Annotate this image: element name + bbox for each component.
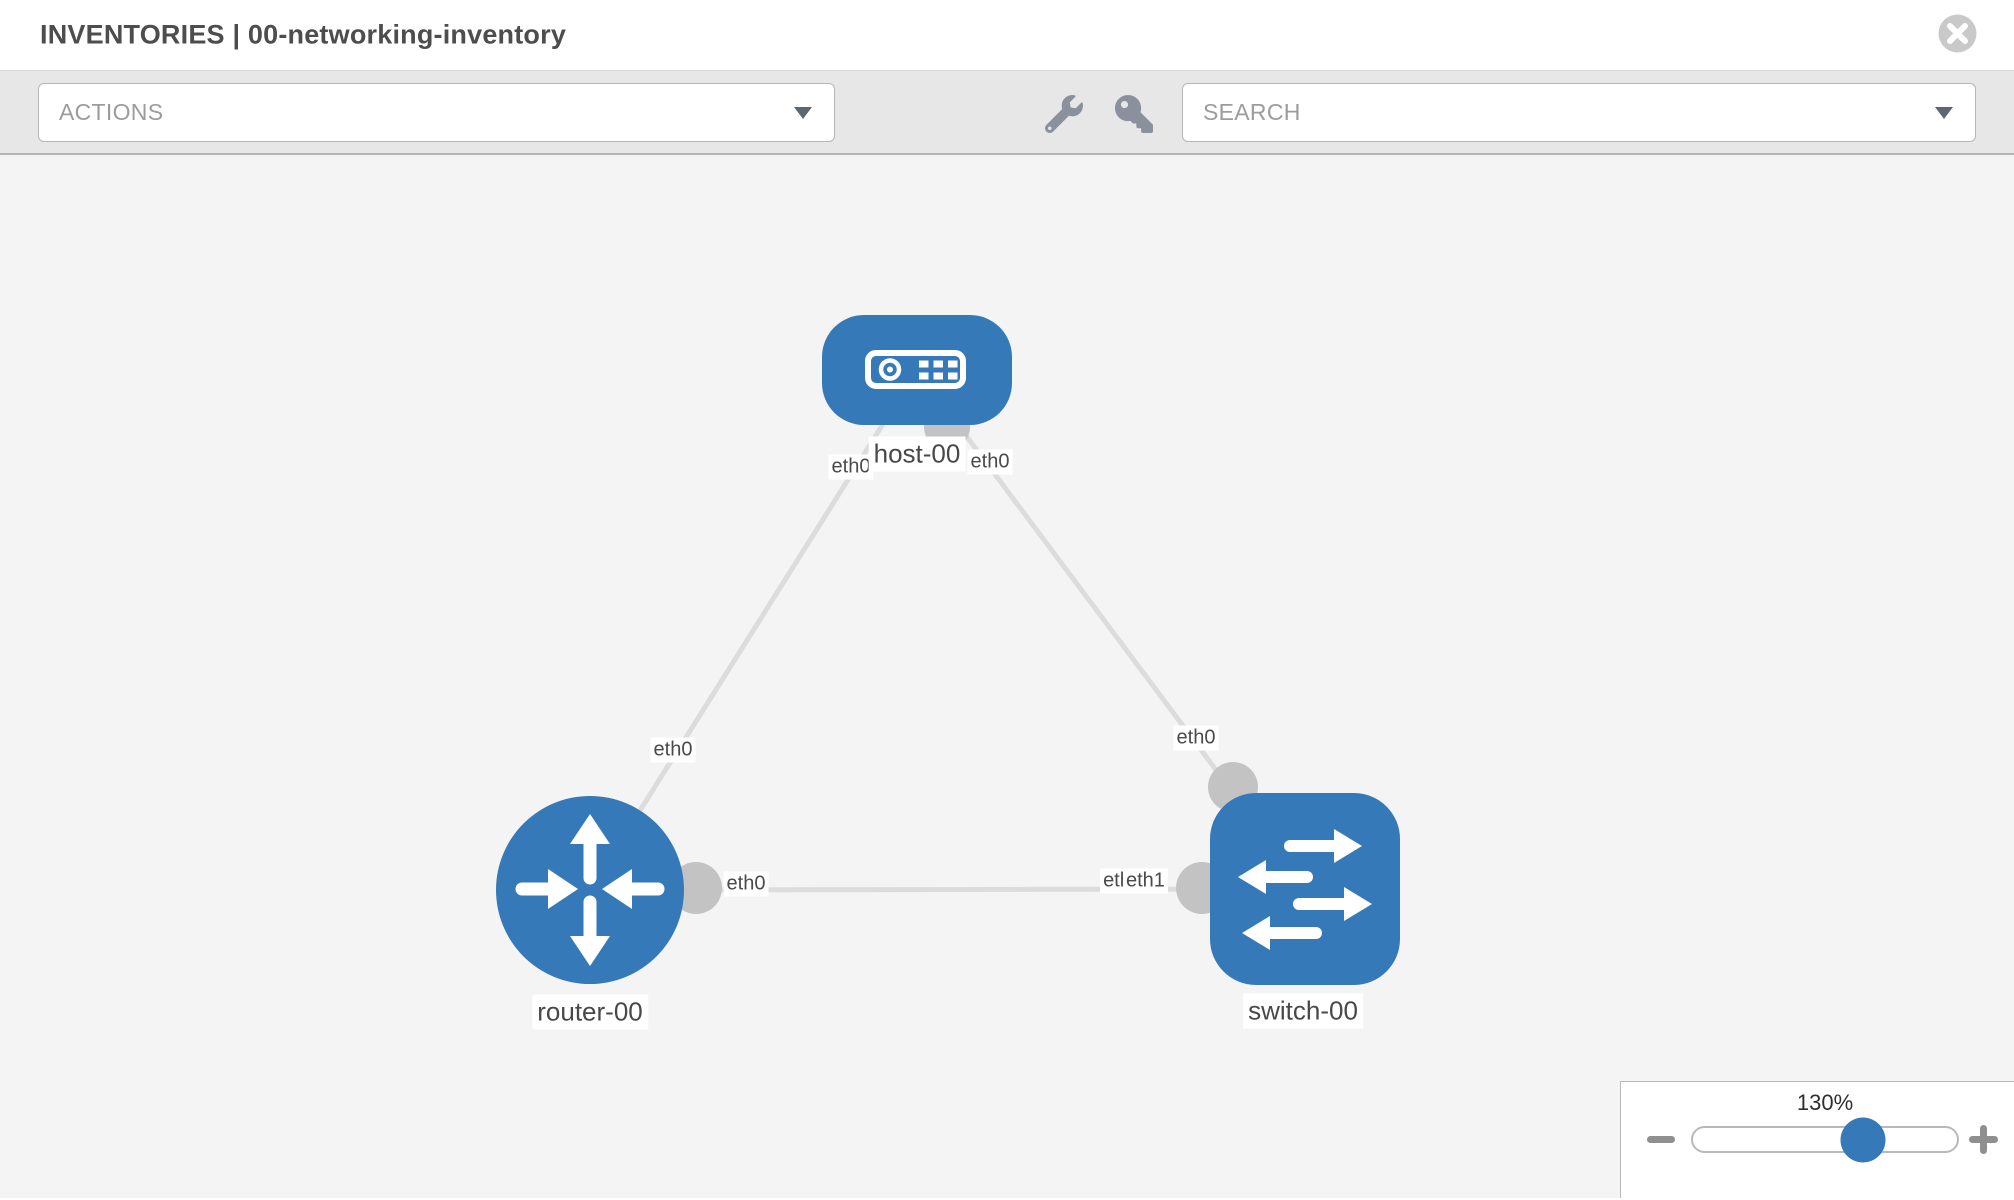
zoom-out-button[interactable] <box>1647 1136 1675 1143</box>
actions-dropdown-label: ACTIONS <box>59 99 164 125</box>
wrench-icon <box>1044 95 1083 134</box>
zoom-panel: 130% <box>1620 1081 2014 1198</box>
switch-icon <box>1238 829 1372 950</box>
window-header: INVENTORIES | 00-networking-inventory <box>0 0 2014 71</box>
interface-label: eth0 <box>967 449 1013 475</box>
node-label-router: router-00 <box>532 994 648 1030</box>
node-host-00[interactable] <box>822 315 1012 425</box>
topology-canvas[interactable]: host-00 router-00 switch-00 eth0 eth0 et… <box>0 155 2014 1198</box>
close-button[interactable] <box>1938 14 1977 53</box>
router-icon <box>515 814 665 966</box>
tools-button[interactable] <box>1044 95 1083 134</box>
actions-dropdown[interactable]: ACTIONS <box>38 83 835 142</box>
interface-label: eth1 <box>1123 868 1168 894</box>
close-circle-icon <box>1938 14 1977 53</box>
interface-label: eth0 <box>723 871 769 897</box>
key-icon <box>1115 95 1153 133</box>
host-icon <box>865 350 966 389</box>
node-router-00[interactable] <box>496 796 684 984</box>
search-dropdown-label: SEARCH <box>1203 99 1301 125</box>
caret-down-icon <box>794 106 812 119</box>
interface-label-overlap: eth0 eth1 <box>1100 868 1168 894</box>
interface-label: eth0 <box>828 454 874 480</box>
caret-down-icon <box>1935 106 1953 119</box>
zoom-slider[interactable] <box>1691 1117 1959 1162</box>
zoom-level-value: 130% <box>1796 1090 1854 1115</box>
zoom-in-button[interactable] <box>1969 1125 1998 1154</box>
search-dropdown[interactable]: SEARCH <box>1182 83 1976 142</box>
credentials-button[interactable] <box>1115 95 1153 133</box>
node-label-switch: switch-00 <box>1243 993 1363 1029</box>
page-title: INVENTORIES | 00-networking-inventory <box>40 19 567 50</box>
toolbar: ACTIONS SEARCH <box>0 71 2014 155</box>
interface-label: eth0 <box>1173 725 1219 751</box>
node-label-host: host-00 <box>868 436 966 472</box>
node-switch-00[interactable] <box>1210 793 1400 985</box>
zoom-slider-thumb[interactable] <box>1840 1117 1886 1162</box>
interface-label: eth0 <box>650 737 696 763</box>
